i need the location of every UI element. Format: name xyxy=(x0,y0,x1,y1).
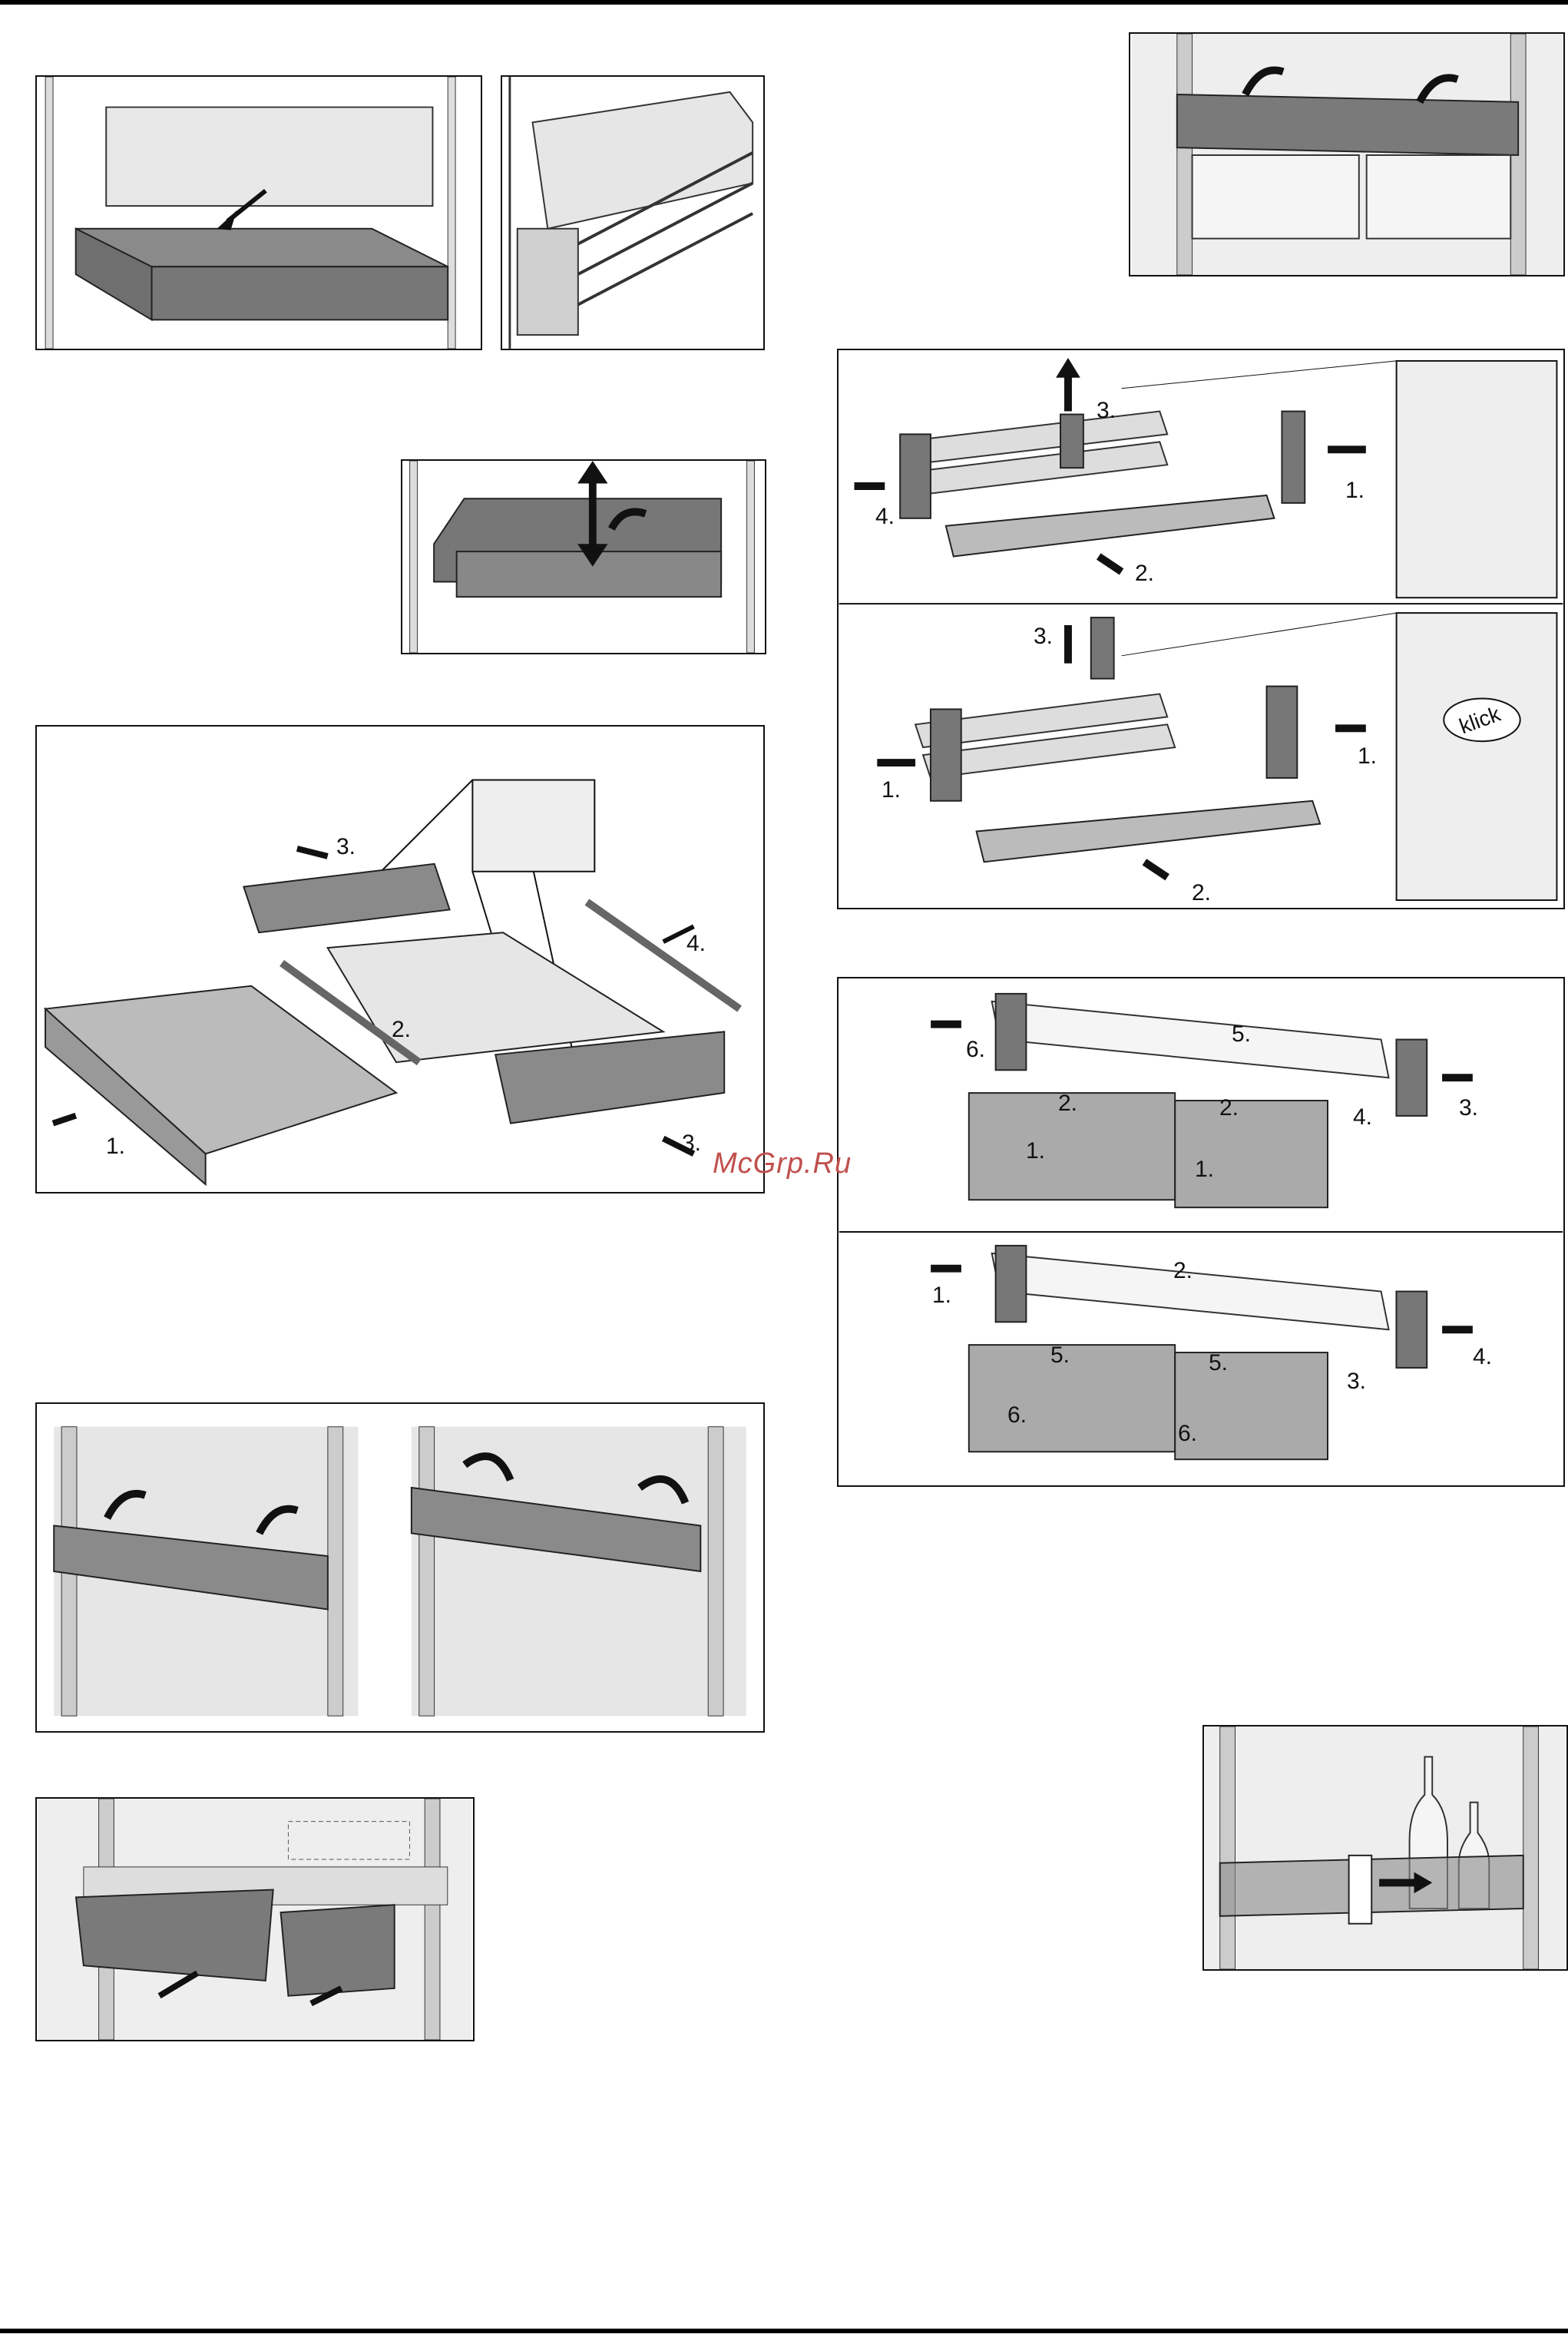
rail-step-6-top: 6. xyxy=(966,1037,985,1063)
rail-step-1-top-right: 1. xyxy=(1195,1157,1214,1183)
shelf-step-1-right: 1. xyxy=(1358,743,1377,770)
rail-step-3-bottom: 3. xyxy=(1347,1369,1366,1395)
shelf-step-1-top: 1. xyxy=(1345,478,1365,504)
rail-step-2-top-right: 2. xyxy=(1219,1095,1239,1121)
shelf-step-1-left: 1. xyxy=(882,777,901,803)
rail-step-4-bottom: 4. xyxy=(1473,1344,1492,1370)
step-label-1: 1. xyxy=(106,1134,125,1160)
rail-step-5-bottom-right: 5. xyxy=(1209,1350,1228,1376)
figure-shelf-assembly: 3. 4. 1. 2. 3. 1. 1. 2. klick xyxy=(837,349,1565,909)
figure-drawer-lift xyxy=(401,459,766,654)
rail-step-2-top-left: 2. xyxy=(1058,1091,1077,1117)
watermark: McGrp.Ru xyxy=(713,1147,852,1180)
rail-step-6-bottom-right: 6. xyxy=(1178,1421,1197,1447)
shelf-step-4-top: 4. xyxy=(875,504,895,530)
rail-step-2-bottom: 2. xyxy=(1173,1258,1193,1284)
rail-step-5-bottom-left: 5. xyxy=(1050,1342,1070,1369)
rail-step-4-top: 4. xyxy=(1353,1104,1372,1131)
rail-step-1-top-left: 1. xyxy=(1026,1138,1045,1164)
step-label-3-top: 3. xyxy=(336,834,356,860)
figure-rail-drawers-assembly: 6. 5. 2. 2. 4. 3. 1. 1. 1. 2. 5. 5. 3. 4… xyxy=(837,977,1565,1487)
bottom-rule xyxy=(0,2329,1568,2333)
top-rule xyxy=(0,0,1568,5)
figure-bottle-holder xyxy=(1202,1725,1568,1971)
rail-step-5-top: 5. xyxy=(1232,1021,1251,1048)
shelf-step-2-top: 2. xyxy=(1135,561,1154,587)
figure-drawer-rail-detail xyxy=(501,75,765,350)
rail-step-1-bottom: 1. xyxy=(932,1283,951,1309)
figure-rail-drawers-pull xyxy=(35,1797,475,2041)
rail-step-3-top: 3. xyxy=(1459,1095,1478,1121)
rail-step-6-bottom-left: 6. xyxy=(1007,1402,1027,1429)
step-label-4: 4. xyxy=(686,931,706,957)
figure-drawer-removal xyxy=(35,75,482,350)
figure-shelf-hang xyxy=(35,1402,765,1733)
shelf-step-3-bottom: 3. xyxy=(1034,624,1053,650)
shelf-step-2-bottom: 2. xyxy=(1192,880,1211,906)
shelf-step-3-top: 3. xyxy=(1097,398,1116,424)
figure-rail-remove xyxy=(1129,32,1565,276)
step-label-2: 2. xyxy=(392,1017,411,1043)
step-label-3-bottom: 3. xyxy=(682,1131,701,1157)
figure-drawer-disassembly: 3. 2. 4. 1. 3. xyxy=(35,725,765,1193)
